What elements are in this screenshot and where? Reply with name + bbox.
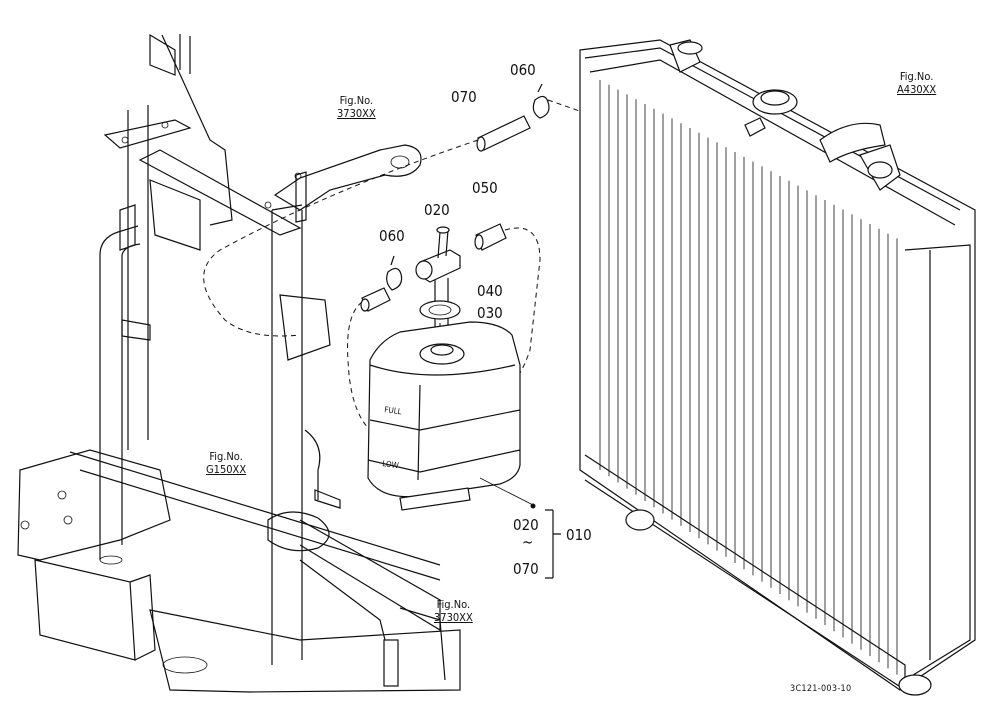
cap-020 <box>415 226 461 283</box>
fig-ref-3730xx-bottom: Fig.No.3730XX <box>434 598 473 624</box>
part-label-060-upper: 060 <box>510 61 536 79</box>
assembly-range-from: 020 <box>513 516 539 534</box>
tank-full-mark: FULL <box>384 405 403 416</box>
assembly-bracket <box>545 509 561 579</box>
clip-060-upper <box>532 83 550 119</box>
part-label-030: 030 <box>477 304 503 322</box>
part-label-070: 070 <box>451 88 477 106</box>
part-label-020: 020 <box>424 201 450 219</box>
reserve-tank: FULL LOW <box>367 321 521 511</box>
fig-ref-a430xx: Fig.No.A430XX <box>897 70 937 96</box>
hose-070 <box>476 115 531 152</box>
clip-060-lower <box>386 255 403 291</box>
part-label-060-lower: 060 <box>379 227 405 245</box>
assembly-label-010: 010 <box>566 526 592 544</box>
frame-assembly <box>17 33 461 693</box>
hose-050 <box>474 223 507 251</box>
drawing-code: 3C121-003-10 <box>790 684 852 694</box>
hose-short <box>360 287 391 312</box>
fig-ref-g150xx: Fig.No.G150XX <box>206 450 247 476</box>
assembly-range-to: 070 <box>513 560 539 578</box>
fig-ref-3730xx-top: Fig.No.3730XX <box>337 94 376 120</box>
tank-low-mark: LOW <box>382 459 400 470</box>
part-label-050: 050 <box>472 179 498 197</box>
assembly-range-tilde: ~ <box>522 533 534 551</box>
part-label-040: 040 <box>477 282 503 300</box>
radiator <box>579 39 976 696</box>
gasket-030 <box>419 300 461 320</box>
